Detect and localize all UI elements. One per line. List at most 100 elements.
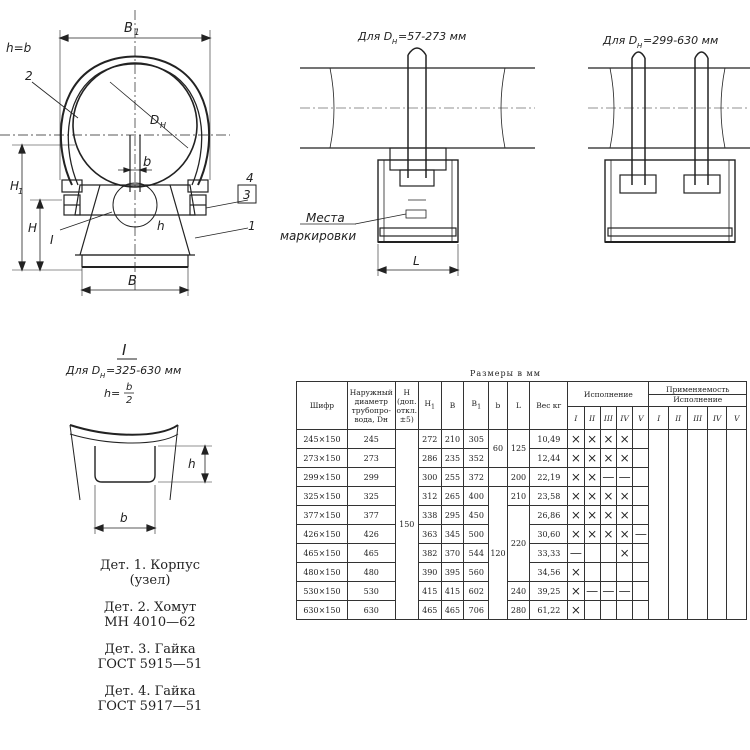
cell-dn: 273 — [346, 448, 396, 468]
part-item: Дет. 2. Хомут МН 4010—62 — [45, 600, 255, 630]
cell-isp: × — [567, 581, 585, 601]
cell-weight: 30,60 — [529, 524, 569, 544]
col-ispolnenie: Исполнение — [567, 381, 650, 407]
detail-caption-range: =325-630 мм — [106, 364, 181, 377]
cell-b: 395 — [440, 562, 465, 582]
cell-prim — [667, 429, 689, 620]
label-L: L — [413, 254, 420, 268]
cell-isp — [632, 429, 650, 449]
col-H1-main: H — [424, 399, 432, 409]
cell-isp: — — [599, 467, 617, 487]
part-item: Дет. 3. Гайка ГОСТ 5915—51 — [45, 642, 255, 672]
col-prim-V: V — [726, 406, 747, 430]
detail-label-b: b — [120, 511, 128, 525]
cell-weight: 39,25 — [529, 581, 569, 601]
cell-isp: × — [599, 429, 617, 449]
cell-weight: 22,19 — [529, 467, 569, 487]
cell-isp: — — [567, 543, 585, 563]
cell-isp: × — [567, 429, 585, 449]
part-line: Дет. 2. Хомут — [103, 600, 197, 615]
cell-shifr: 530×150 — [296, 581, 348, 601]
cell-h1: 390 — [417, 562, 442, 582]
label-h-eq-b: h=b — [6, 41, 32, 55]
cell-L: 200 — [506, 467, 531, 487]
col-ves: Вес кг — [529, 381, 569, 430]
part-item: Дет. 4. Гайка ГОСТ 5917—51 — [45, 684, 255, 714]
cell-isp: — — [615, 581, 634, 601]
cell-weight: 33,33 — [529, 543, 569, 563]
cell-b: 345 — [440, 524, 465, 544]
cell-dn: 245 — [346, 429, 396, 449]
cell-b1: 602 — [463, 581, 490, 601]
cell-h1: 415 — [417, 581, 442, 601]
cell-b: 295 — [440, 505, 465, 525]
cell-H: 150 — [394, 429, 419, 620]
cell-L: 240 — [506, 581, 531, 601]
cell-isp — [632, 486, 650, 506]
cell-dn: 325 — [346, 486, 396, 506]
cell-h1: 272 — [417, 429, 442, 449]
cell-b1: 400 — [463, 486, 490, 506]
cell-b-small — [488, 467, 508, 487]
cell-b1: 706 — [463, 600, 490, 620]
col-B1-sub: 1 — [477, 403, 482, 411]
part-item: Дет. 1. Корпус (узел) — [45, 558, 255, 588]
cell-b1: 544 — [463, 543, 490, 563]
cell-prim — [706, 429, 728, 620]
side-view-2-caption-range: =299-630 мм — [643, 34, 718, 47]
label-marking-2: маркировки — [280, 229, 356, 243]
cell-isp — [599, 543, 617, 563]
main-front-view — [0, 10, 257, 296]
cell-weight: 26,86 — [529, 505, 569, 525]
detail-caption-sub: H — [100, 372, 106, 380]
cell-isp: × — [567, 600, 585, 620]
callout-I: I — [50, 233, 54, 247]
detail-label-h: h — [188, 457, 196, 471]
cell-isp: × — [615, 429, 634, 449]
detail-view-I — [69, 424, 212, 534]
col-H1-sub: 1 — [431, 403, 436, 411]
col-prim-I: I — [648, 406, 669, 430]
cell-L: 125 — [506, 429, 531, 468]
cell-isp: × — [583, 429, 601, 449]
cell-isp: — — [583, 581, 601, 601]
cell-dn: 465 — [346, 543, 396, 563]
part-line: ГОСТ 5917—51 — [97, 699, 203, 714]
cell-isp: × — [599, 448, 617, 468]
cell-dn: 377 — [346, 505, 396, 525]
col-prim-IV: IV — [706, 406, 728, 430]
label-B1: B — [124, 21, 133, 36]
cell-weight: 23,58 — [529, 486, 569, 506]
cell-isp — [632, 581, 650, 601]
side-view-1-caption: Для D — [357, 30, 392, 43]
label-h: h — [157, 219, 165, 233]
part-line: МН 4010—62 — [104, 615, 196, 630]
dimensions-table: Шифр Наружный диаметр трубопро-вода, Dн … — [296, 381, 747, 620]
callout-4: 4 — [246, 171, 254, 185]
col-isp-III: III — [599, 406, 617, 430]
cell-isp — [583, 600, 601, 620]
part-line: (узел) — [129, 573, 171, 588]
cell-isp: × — [599, 486, 617, 506]
cell-b-small: 60 — [488, 429, 508, 468]
cell-isp: × — [583, 448, 601, 468]
cell-isp — [632, 505, 650, 525]
cell-b1: 372 — [463, 467, 490, 487]
cell-isp: × — [615, 505, 634, 525]
side-view-2-caption: Для D — [602, 34, 637, 47]
cell-isp: × — [583, 505, 601, 525]
cell-h1: 300 — [417, 467, 442, 487]
cell-isp: — — [632, 524, 650, 544]
cell-h1: 338 — [417, 505, 442, 525]
cell-b1: 560 — [463, 562, 490, 582]
label-H: H — [28, 221, 37, 235]
col-B1-main: B — [471, 399, 478, 409]
col-L: L — [506, 381, 531, 430]
cell-isp — [599, 562, 617, 582]
cell-weight: 12,44 — [529, 448, 569, 468]
cell-b: 370 — [440, 543, 465, 563]
callout-2: 2 — [25, 69, 33, 83]
